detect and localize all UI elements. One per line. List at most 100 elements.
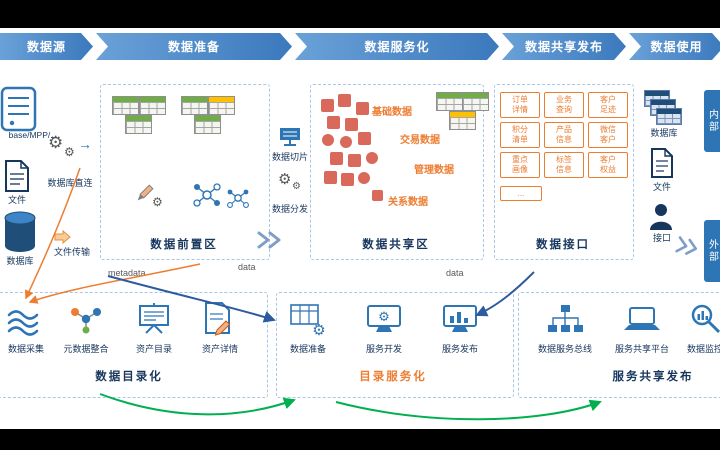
api-cell-grid: 订单详情 业务查询 客户足迹 积分清单 产品信息 微信客户 重点画像 标签信息 … [500, 92, 628, 178]
asset-catalog-icon [139, 303, 169, 334]
data-shape [356, 102, 369, 115]
database-cylinder-icon [4, 211, 36, 252]
gear-icon: ⚙ [278, 171, 292, 188]
api-box-title: 数据接口 [536, 239, 590, 251]
top-black-bar [0, 0, 720, 28]
catalog-item-label: 资产详情 [201, 344, 238, 354]
table-icon [436, 92, 463, 111]
gear-icon: ⚙ [64, 145, 75, 159]
file-icon [651, 148, 673, 178]
svg-text:⚙: ⚙ [312, 322, 325, 339]
table-icon [208, 96, 235, 115]
stage-data-prep: 数据准备 [96, 33, 292, 60]
stage-data-share: 数据共享发布 [502, 33, 626, 60]
source-db-label: 数据库 [6, 256, 34, 266]
file-label: 文件 [7, 195, 26, 205]
staging-zone-box [100, 84, 270, 260]
bottom-black-bar [0, 429, 720, 450]
service-share-title: 服务共享发布 [612, 371, 694, 383]
service-bus-icon [548, 305, 583, 332]
data-flow-label: data [238, 262, 256, 272]
file-transfer-label: 文件传输 [53, 247, 90, 257]
api-cell: 微信客户 [588, 122, 628, 148]
catalog-title: 数据目录化 [95, 371, 163, 383]
table-icon [656, 108, 682, 125]
api-cell: 客户足迹 [588, 92, 628, 118]
person-interface-icon [650, 204, 672, 230]
chevron-arrow-icon [257, 231, 281, 249]
external-usage-box: 外部 [704, 220, 720, 282]
stage-label: 数据源 [26, 40, 66, 54]
share-platform-icon [624, 307, 660, 330]
stage-label: 数据服务化 [364, 40, 430, 54]
transfer-arrow-icon [54, 229, 71, 245]
table-icon [125, 115, 152, 134]
api-box [494, 84, 634, 260]
base-data-tag: 基础数据 [372, 107, 412, 118]
data-shape [322, 134, 334, 146]
data-monitor-icon [691, 304, 720, 334]
data-slice-icon [280, 128, 300, 146]
data-shape [340, 136, 352, 148]
data-dispatch-label: 数据分发 [271, 204, 308, 214]
data-shape [324, 171, 337, 184]
usage-file-label: 文件 [652, 182, 671, 192]
data-shape [330, 152, 343, 165]
data-shape [341, 173, 354, 186]
api-cell: 标签信息 [544, 152, 584, 178]
stage-label: 数据使用 [650, 40, 703, 54]
server-db-icon [0, 86, 37, 132]
direct-connect-label: 数据库直连 [47, 178, 93, 188]
data-shape [327, 116, 340, 129]
sharing-zone-title: 数据共享区 [362, 239, 430, 251]
staging-zone-title: 数据前置区 [150, 239, 218, 251]
usage-db-label: 数据库 [650, 128, 678, 138]
asset-detail-icon [205, 302, 231, 336]
catalog-item-label: 资产目录 [135, 344, 172, 354]
catalog-service-box [276, 292, 514, 398]
table-icon [449, 111, 476, 130]
svg-text:⚙: ⚙ [378, 309, 390, 324]
mgmt-data-tag: 管理数据 [414, 165, 454, 176]
service-share-item-label: 服务共享平台 [614, 344, 669, 354]
server-db-label: base/MPP/... [8, 130, 58, 140]
pencil-icon [137, 184, 154, 201]
relation-data-tag: 关系数据 [388, 197, 428, 208]
data-collect-icon [7, 310, 39, 336]
table-icon [462, 92, 489, 111]
data-prepare-icon: ⚙ [290, 304, 326, 339]
stage-label: 数据准备 [167, 40, 220, 54]
metadata-integrate-icon [71, 308, 101, 334]
gear-icon: ⚙ [292, 181, 301, 192]
table-icon [112, 96, 139, 115]
chevron-arrow-icon [675, 236, 698, 255]
sharing-zone-box [310, 84, 484, 260]
stage-label: 数据共享发布 [524, 40, 603, 54]
data-shape [348, 154, 361, 167]
catalog-item-label: 数据采集 [7, 344, 44, 354]
file-icon [5, 160, 29, 192]
stage-data-use: 数据使用 [629, 33, 720, 60]
api-cell-more: ... [500, 186, 542, 201]
catalog-service-item-label: 服务开发 [365, 344, 402, 354]
gear-icon: ⚙ [48, 133, 64, 152]
service-dev-icon: ⚙ [367, 305, 401, 332]
internal-usage-box: 内部 [704, 90, 720, 152]
data-shape [321, 99, 334, 112]
api-cell: 客户权益 [588, 152, 628, 178]
data-shape [338, 94, 351, 107]
service-share-item-label: 数据服务总线 [537, 344, 592, 354]
service-publish-icon [443, 305, 477, 332]
catalog-service-item-label: 服务发布 [441, 344, 478, 354]
api-cell: 重点画像 [500, 152, 540, 178]
data-shape [372, 190, 383, 201]
api-cell: 订单详情 [500, 92, 540, 118]
stage-data-source: 数据源 [0, 33, 93, 60]
data-shape [366, 152, 378, 164]
data-shape [358, 172, 370, 184]
table-icon [139, 96, 166, 115]
metadata-flow-label: metadata [108, 268, 146, 278]
table-icon [181, 96, 208, 115]
network-icon [227, 189, 249, 208]
